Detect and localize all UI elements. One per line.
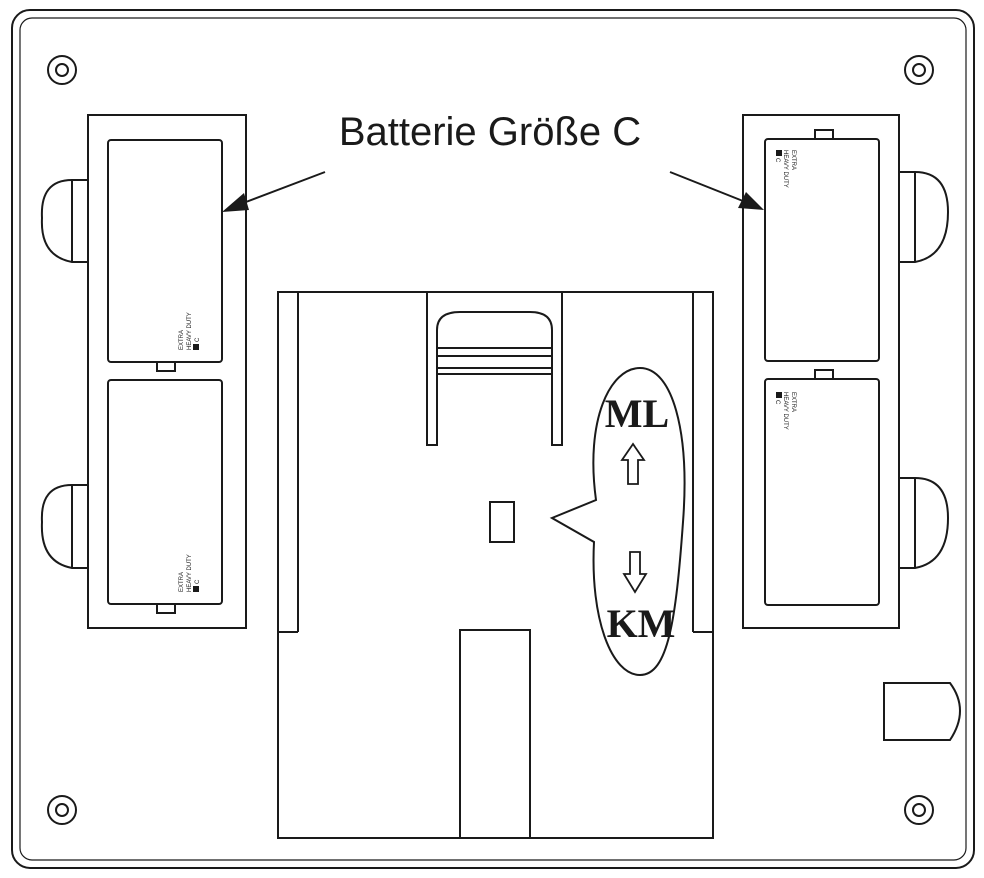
svg-text:HEAVY DUTY: HEAVY DUTY (187, 312, 193, 350)
callout-arrow-left (237, 171, 326, 206)
housing-inner-outline (19, 17, 967, 861)
battery-marking-left-upper: EXTRA HEAVY DUTY C (179, 312, 201, 350)
arrow-down-icon (622, 551, 648, 594)
svg-text:EXTRA: EXTRA (790, 392, 796, 412)
mode-slide-switch (489, 501, 515, 543)
right-battery-compartment (742, 114, 950, 629)
switch-callout-bubble (549, 366, 686, 677)
housing-outline (11, 9, 975, 869)
battery-left-upper (107, 139, 223, 363)
screw-icon-bottom-left (47, 795, 77, 825)
battery-right-lower (764, 378, 880, 606)
svg-text:EXTRA: EXTRA (179, 572, 185, 592)
svg-text:HEAVY DUTY: HEAVY DUTY (782, 392, 788, 430)
screw-icon-top-left (47, 55, 77, 85)
svg-text:HEAVY DUTY: HEAVY DUTY (782, 150, 788, 188)
callout-arrow-right (669, 171, 749, 204)
battery-left-lower (107, 379, 223, 605)
screw-icon-bottom-right (904, 795, 934, 825)
svg-text:C: C (195, 579, 201, 584)
stand-recess (277, 291, 714, 839)
switch-top-label: ML (605, 391, 669, 436)
svg-text:C: C (774, 400, 780, 405)
battery-marking-left-lower: EXTRA HEAVY DUTY C (179, 554, 201, 592)
svg-text:C: C (774, 158, 780, 163)
side-latch (883, 682, 961, 741)
battery-right-upper (764, 138, 880, 362)
svg-text:EXTRA: EXTRA (790, 150, 796, 170)
screw-icon-top-right (904, 55, 934, 85)
svg-text:C: C (195, 337, 201, 342)
arrow-up-icon (620, 442, 646, 485)
battery-marking-right-lower: EXTRA HEAVY DUTY C (774, 392, 796, 430)
switch-bottom-label: KM (607, 601, 676, 646)
battery-size-label: Batterie Größe C (339, 110, 641, 154)
svg-text:HEAVY DUTY: HEAVY DUTY (187, 554, 193, 592)
battery-marking-right-upper: EXTRA HEAVY DUTY C (774, 150, 796, 188)
arrowhead-right-icon (738, 192, 764, 210)
left-battery-compartment (40, 114, 247, 629)
svg-text:EXTRA: EXTRA (179, 330, 185, 350)
arrowhead-left-icon (222, 193, 249, 212)
